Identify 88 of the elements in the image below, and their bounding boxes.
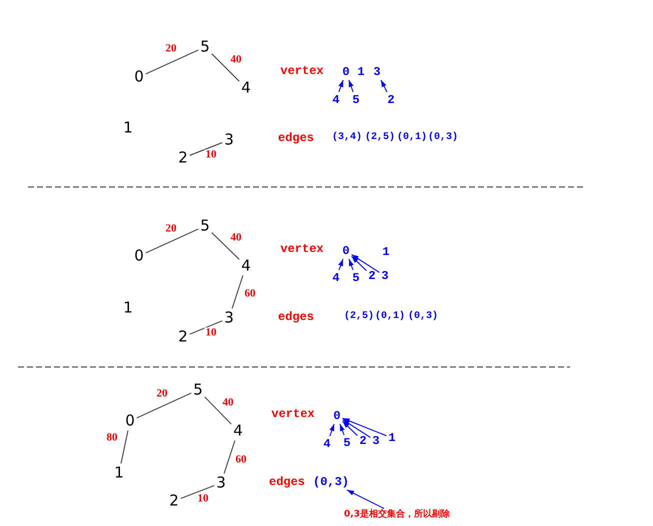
edge-pair-text: (0,1) [397,133,427,143]
arrow [329,424,335,436]
edge-line [136,392,192,418]
set-element: 4 [323,438,331,450]
vertex-number: 5 [200,218,210,234]
edge-pair-text: (0,3) [408,312,438,322]
set-element: 3 [372,435,380,447]
vertex-number: 2 [178,330,188,344]
edge-pair-text: (3,4) [332,133,362,143]
heading-text: vertex [280,243,324,255]
set-element: 5 [352,94,360,106]
vertex-number: 5 [200,40,210,54]
arrow [342,419,371,438]
heading-text: vertex [271,408,315,420]
vertex-number: 0 [125,414,135,428]
edge-label: 20 [156,388,168,400]
vertex-number: 3 [224,310,234,326]
arrow [338,80,344,92]
arrow [338,258,344,270]
edge-label: 60 [244,288,256,300]
vertex-number: 4 [241,80,251,96]
set-element: 0 [342,66,350,78]
heading-text: edges [269,476,305,488]
set-element: 4 [332,94,340,106]
edge-line [211,232,240,260]
vertex-number: 3 [224,132,234,148]
edge-label: 10 [204,328,218,338]
set-element: 5 [352,272,360,284]
set-element: 2 [387,94,395,106]
edge-pair-text: (2,5) [344,312,374,322]
edge-line [180,485,215,499]
edge-line [224,440,236,474]
vertex-number: 4 [241,258,251,274]
vertex-number: 4 [233,424,243,438]
set-element: 1 [388,432,396,444]
edge-pair-text: (0,1) [375,312,405,322]
set-element: 0 [342,245,350,257]
arrow [339,424,345,436]
arrow [351,256,367,272]
arrow [346,490,384,509]
set-element: 1 [357,66,365,78]
set-element: 0 [333,410,341,422]
edge-line [189,320,223,335]
edge-label: 20 [164,224,178,234]
set-element: 3 [381,270,389,282]
arrow [342,418,387,436]
vertex-number: 3 [216,476,226,490]
arrow [380,80,388,92]
set-element: 2 [359,435,367,447]
edge-line [204,396,232,425]
vertex-number: 1 [123,120,133,136]
vertex-number: 1 [114,466,124,480]
arrow [351,254,380,273]
set-element: 4 [332,272,340,284]
vertex-number: 5 [193,382,203,398]
vertex-number: 2 [178,150,188,166]
edge-label: 20 [164,44,178,54]
edge-label: 40 [230,232,242,244]
arrow [348,80,354,92]
edge-line [189,142,223,156]
edge-label: 60 [234,454,248,466]
edge-label: 40 [230,54,242,66]
edge-line [145,50,199,74]
note-text: 0,3是相交集合，所以剔除 [344,510,450,520]
edge-line [120,430,128,464]
edge-label: 80 [106,432,118,444]
edge-pair-text: (2,5) [365,133,395,143]
set-element: 1 [382,246,390,258]
vertex-number: 0 [134,248,144,264]
edge-pair-text: (0,3) [313,476,349,488]
arrow [342,420,358,436]
arrow [348,258,354,270]
edge-pair-text: (0,3) [428,133,458,143]
edge-label: 40 [222,398,234,408]
edge-line [232,275,244,309]
heading-text: edges [278,311,314,323]
edge-label: 10 [204,150,218,160]
set-element: 3 [373,66,381,78]
heading-text: edges [278,132,314,144]
vertex-number: 0 [134,70,144,84]
vertex-number: 1 [123,300,133,316]
set-element: 5 [343,437,351,449]
set-element: 2 [368,270,376,282]
edge-line [211,53,240,82]
vertex-number: 2 [169,494,179,508]
edge-line [145,228,199,254]
heading-text: vertex [280,65,324,77]
edge-label: 10 [196,494,210,504]
